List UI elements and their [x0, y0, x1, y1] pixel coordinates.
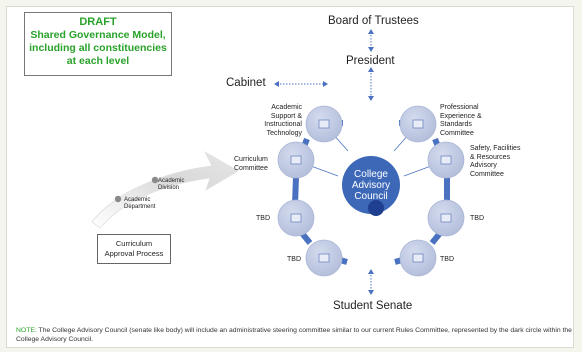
tbd-left-1: TBD	[256, 215, 270, 222]
tbd-right-2: TBD	[440, 256, 454, 263]
steering-committee-dot	[368, 200, 384, 216]
academic-division-line-1: Academic	[158, 178, 185, 184]
draft-line-3: including all constituencies	[29, 42, 167, 54]
academic-division-dot	[151, 176, 159, 184]
curriculum-committee-label: Curriculum Committee	[234, 156, 268, 173]
council-label: College Advisory Council	[344, 169, 398, 202]
footnote: NOTE: The College Advisory Council (sena…	[16, 326, 572, 344]
draft-line-2: Shared Governance Model,	[30, 29, 166, 41]
council-line-3: Council	[354, 191, 388, 202]
tbd-left-2: TBD	[287, 256, 301, 263]
academic-department-line-2: Department	[124, 204, 156, 210]
council-line-2: Advisory	[351, 180, 391, 191]
academic-support-line-3: Instructional	[264, 121, 302, 128]
professional-experience-line-1: Professional	[440, 104, 479, 111]
academic-support-line-2: Support &	[270, 112, 302, 120]
tbd-right-1: TBD	[470, 215, 484, 222]
academic-support-label: Academic Support & Instructional Technol…	[258, 104, 302, 138]
president-label: President	[346, 55, 395, 67]
professional-experience-line-3: Standards	[440, 121, 472, 128]
professional-experience-line-2: Experience &	[440, 112, 482, 120]
note-label: NOTE:	[16, 327, 37, 334]
curriculum-line-2: Committee	[234, 164, 268, 172]
academic-division-line-2: Division	[158, 185, 180, 191]
caption-line-2: Approval Process	[104, 249, 164, 258]
committee-icons	[290, 119, 452, 263]
safety-line-3: Advisory	[470, 162, 497, 169]
cabinet-label: Cabinet	[226, 77, 266, 89]
safety-committee-label: Safety, Facilities & Resources Advisory …	[470, 145, 520, 179]
academic-department-line-1: Academic	[124, 197, 151, 203]
academic-division-label: Academic Division	[158, 178, 184, 192]
note-text: The College Advisory Council (senate lik…	[16, 327, 572, 343]
safety-line-4: Committee	[470, 170, 504, 178]
professional-experience-label: Professional Experience & Standards Comm…	[440, 104, 482, 138]
safety-line-1: Safety, Facilities	[470, 145, 521, 152]
safety-line-2: & Resources	[470, 153, 511, 161]
academic-support-line-4: Technology	[266, 129, 302, 137]
academic-department-label: Academic Department	[124, 197, 155, 211]
professional-experience-line-4: Committee	[440, 129, 474, 137]
academic-support-line-1: Academic	[271, 104, 302, 111]
draft-title-box: DRAFT Shared Governance Model, including…	[24, 12, 172, 76]
draft-line-4: at each level	[66, 55, 130, 67]
student-senate-label: Student Senate	[333, 300, 413, 312]
academic-department-dot	[114, 195, 122, 203]
caption-line-1: Curriculum	[115, 239, 153, 248]
process-arrow	[91, 150, 239, 229]
board-of-trustees-label: Board of Trustees	[328, 15, 419, 27]
council-circle	[342, 156, 400, 214]
curriculum-line-1: Curriculum	[234, 156, 268, 163]
draft-label: DRAFT	[79, 16, 117, 28]
curriculum-approval-caption: Curriculum Approval Process	[97, 234, 171, 264]
council-line-1: College	[354, 169, 388, 180]
